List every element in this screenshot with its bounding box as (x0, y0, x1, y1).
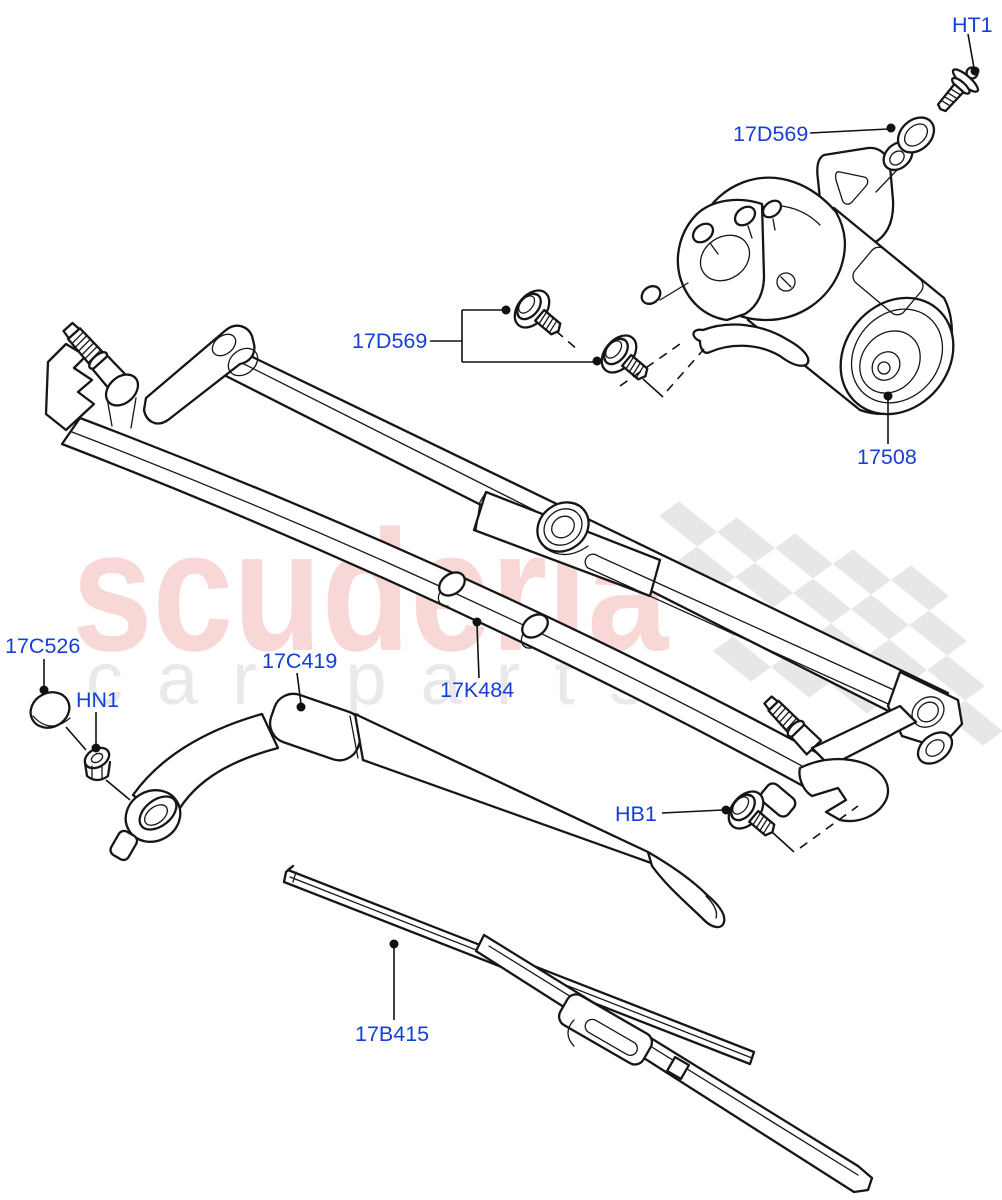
flag-diamond (775, 533, 833, 579)
part-label-17d569-top[interactable]: 17D569 (733, 122, 808, 146)
flag-diamond (771, 652, 829, 698)
flag-diamond (851, 594, 909, 640)
motor-grommet-drawing (875, 116, 936, 193)
part-label-17d569-mid[interactable]: 17D569 (352, 329, 427, 353)
wiper-arm-drawing (109, 692, 726, 929)
wiper-blade-drawing (282, 864, 874, 1194)
flag-diamond (891, 565, 949, 611)
pivot-nut-drawing (83, 746, 112, 782)
motor-mount-bosses-drawing (640, 199, 810, 367)
flag-diamond (713, 636, 771, 682)
part-label-hb1[interactable]: HB1 (615, 802, 657, 826)
leader-lines (39, 33, 980, 1020)
wiper-linkage-frame-drawing (44, 321, 964, 823)
flag-diamond (677, 546, 735, 592)
crank-arm-drawing (142, 324, 256, 425)
right-pivot-drawing (759, 670, 964, 823)
flag-diamond (833, 549, 891, 595)
stud-ht1 (936, 66, 980, 113)
flag-diamond (793, 578, 851, 624)
flag-diamond (927, 655, 985, 701)
flag-diamond (717, 517, 775, 563)
part-labels: HT1 17D569 17508 17D569 17C526 HN1 17C41… (5, 13, 993, 1046)
part-label-17b415[interactable]: 17B415 (355, 1022, 429, 1046)
part-label-17c419[interactable]: 17C419 (262, 649, 337, 673)
part-label-ht1[interactable]: HT1 (952, 13, 993, 37)
wiper-motor-drawing (640, 116, 955, 416)
bolt-17d569-b (593, 327, 661, 394)
pivot-cap-drawing (29, 691, 71, 729)
assembly-guide-lines (65, 330, 859, 853)
left-pivot-shaft-drawing (62, 321, 129, 392)
part-label-hn1[interactable]: HN1 (76, 688, 119, 712)
flag-diamond (869, 639, 927, 685)
bolt-17d569-a (506, 282, 574, 349)
flag-diamond (909, 610, 967, 656)
part-label-17508[interactable]: 17508 (857, 445, 917, 469)
flag-diamond (735, 562, 793, 608)
flag-diamond (659, 501, 717, 547)
part-label-17k484[interactable]: 17K484 (440, 678, 514, 702)
part-label-17c526[interactable]: 17C526 (5, 634, 80, 658)
